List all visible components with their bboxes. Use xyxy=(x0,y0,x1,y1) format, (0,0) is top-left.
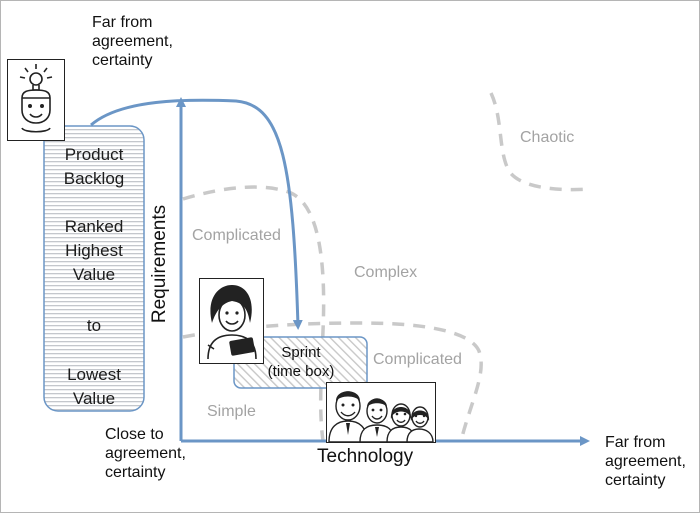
backlog-to: to xyxy=(86,316,102,335)
label-top-left-line3: certainty xyxy=(92,52,153,69)
backlog-ranked-line3: Value xyxy=(72,265,116,284)
sprint-label-line1: Sprint xyxy=(281,344,321,361)
zone-boundary-complicated-lower xyxy=(182,321,483,442)
zone-label-complicated-upper: Complicated xyxy=(192,227,281,244)
label-top-left-line2: agreement, xyxy=(92,33,173,50)
label-bottom-right-line2: agreement, xyxy=(605,453,686,470)
backlog-ranked-line1: Ranked xyxy=(64,217,124,236)
zone-label-complicated-lower: Complicated xyxy=(373,351,462,368)
backlog-ranked-line2: Highest xyxy=(65,241,123,260)
zone-boundary-chaotic xyxy=(489,92,592,192)
label-bottom-right: Far from agreement, certainty xyxy=(605,433,686,490)
backlog-ranked: Ranked Highest Value xyxy=(45,215,143,287)
backlog-title: Product Backlog xyxy=(45,143,143,191)
zone-label-complex: Complex xyxy=(354,264,418,281)
sprint-label-line2: (time box) xyxy=(267,363,335,380)
sprint-label: Sprint (time box) xyxy=(237,343,365,381)
team-group-icon xyxy=(326,382,436,443)
label-bottom-right-line3: certainty xyxy=(605,472,666,489)
zone-label-chaotic: Chaotic xyxy=(520,129,575,146)
lightbulb-head-icon xyxy=(7,59,65,141)
label-bottom-left-line2: agreement, xyxy=(105,445,186,462)
label-top-left: Far from agreement, certainty xyxy=(92,13,173,70)
woman-with-tablet-icon xyxy=(199,278,264,364)
zone-boundary-complex xyxy=(182,185,326,442)
backlog-title-line1: Product xyxy=(64,145,124,164)
zone-label-simple: Simple xyxy=(207,403,256,420)
backlog-lowest-line1: Lowest xyxy=(67,365,121,384)
x-axis-title: Technology xyxy=(317,446,414,467)
backlog-lowest-line2: Value xyxy=(72,389,116,408)
y-axis-title: Requirements xyxy=(149,204,170,324)
backlog-lowest: Lowest Value xyxy=(45,363,143,411)
label-bottom-left: Close to agreement, certainty xyxy=(105,425,186,482)
flow-arrow xyxy=(90,98,303,330)
product-backlog-box xyxy=(43,125,145,412)
label-bottom-right-line1: Far from xyxy=(605,434,666,451)
backlog-title-line2: Backlog xyxy=(63,169,125,188)
label-bottom-left-line3: certainty xyxy=(105,464,166,481)
label-bottom-left-line1: Close to xyxy=(105,426,164,443)
label-top-left-line1: Far from xyxy=(92,14,153,31)
